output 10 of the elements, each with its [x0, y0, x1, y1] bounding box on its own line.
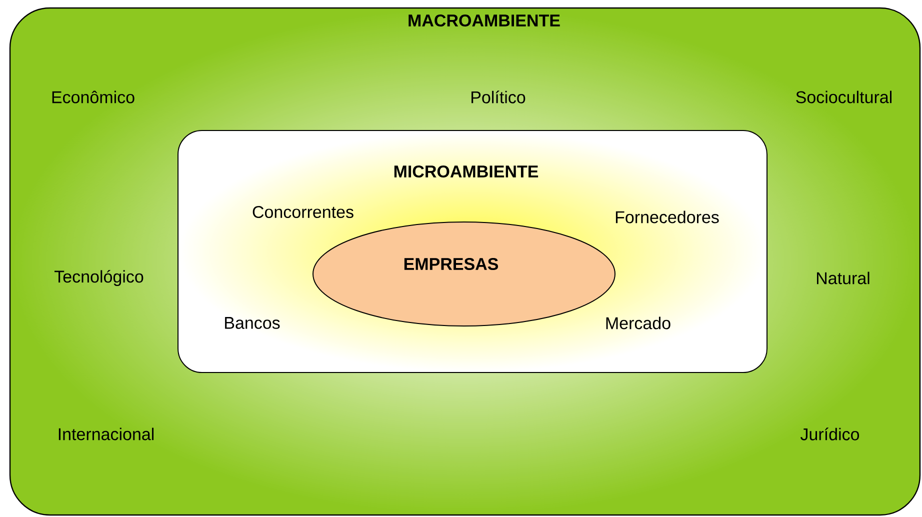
factor-label: Concorrentes — [252, 206, 354, 218]
factor-label: Bancos — [225, 317, 280, 329]
factor-label: Internacional — [58, 428, 154, 440]
factor-label: Natural — [817, 272, 870, 284]
factor-label: Tecnológico — [54, 270, 144, 286]
factor-label: Jurídico — [800, 428, 860, 440]
factor-label: Sociocultural — [796, 90, 892, 104]
factor-label: Econômico — [52, 90, 134, 104]
factor-label: Fornecedores — [616, 210, 719, 224]
factor-label: Político — [472, 90, 526, 104]
